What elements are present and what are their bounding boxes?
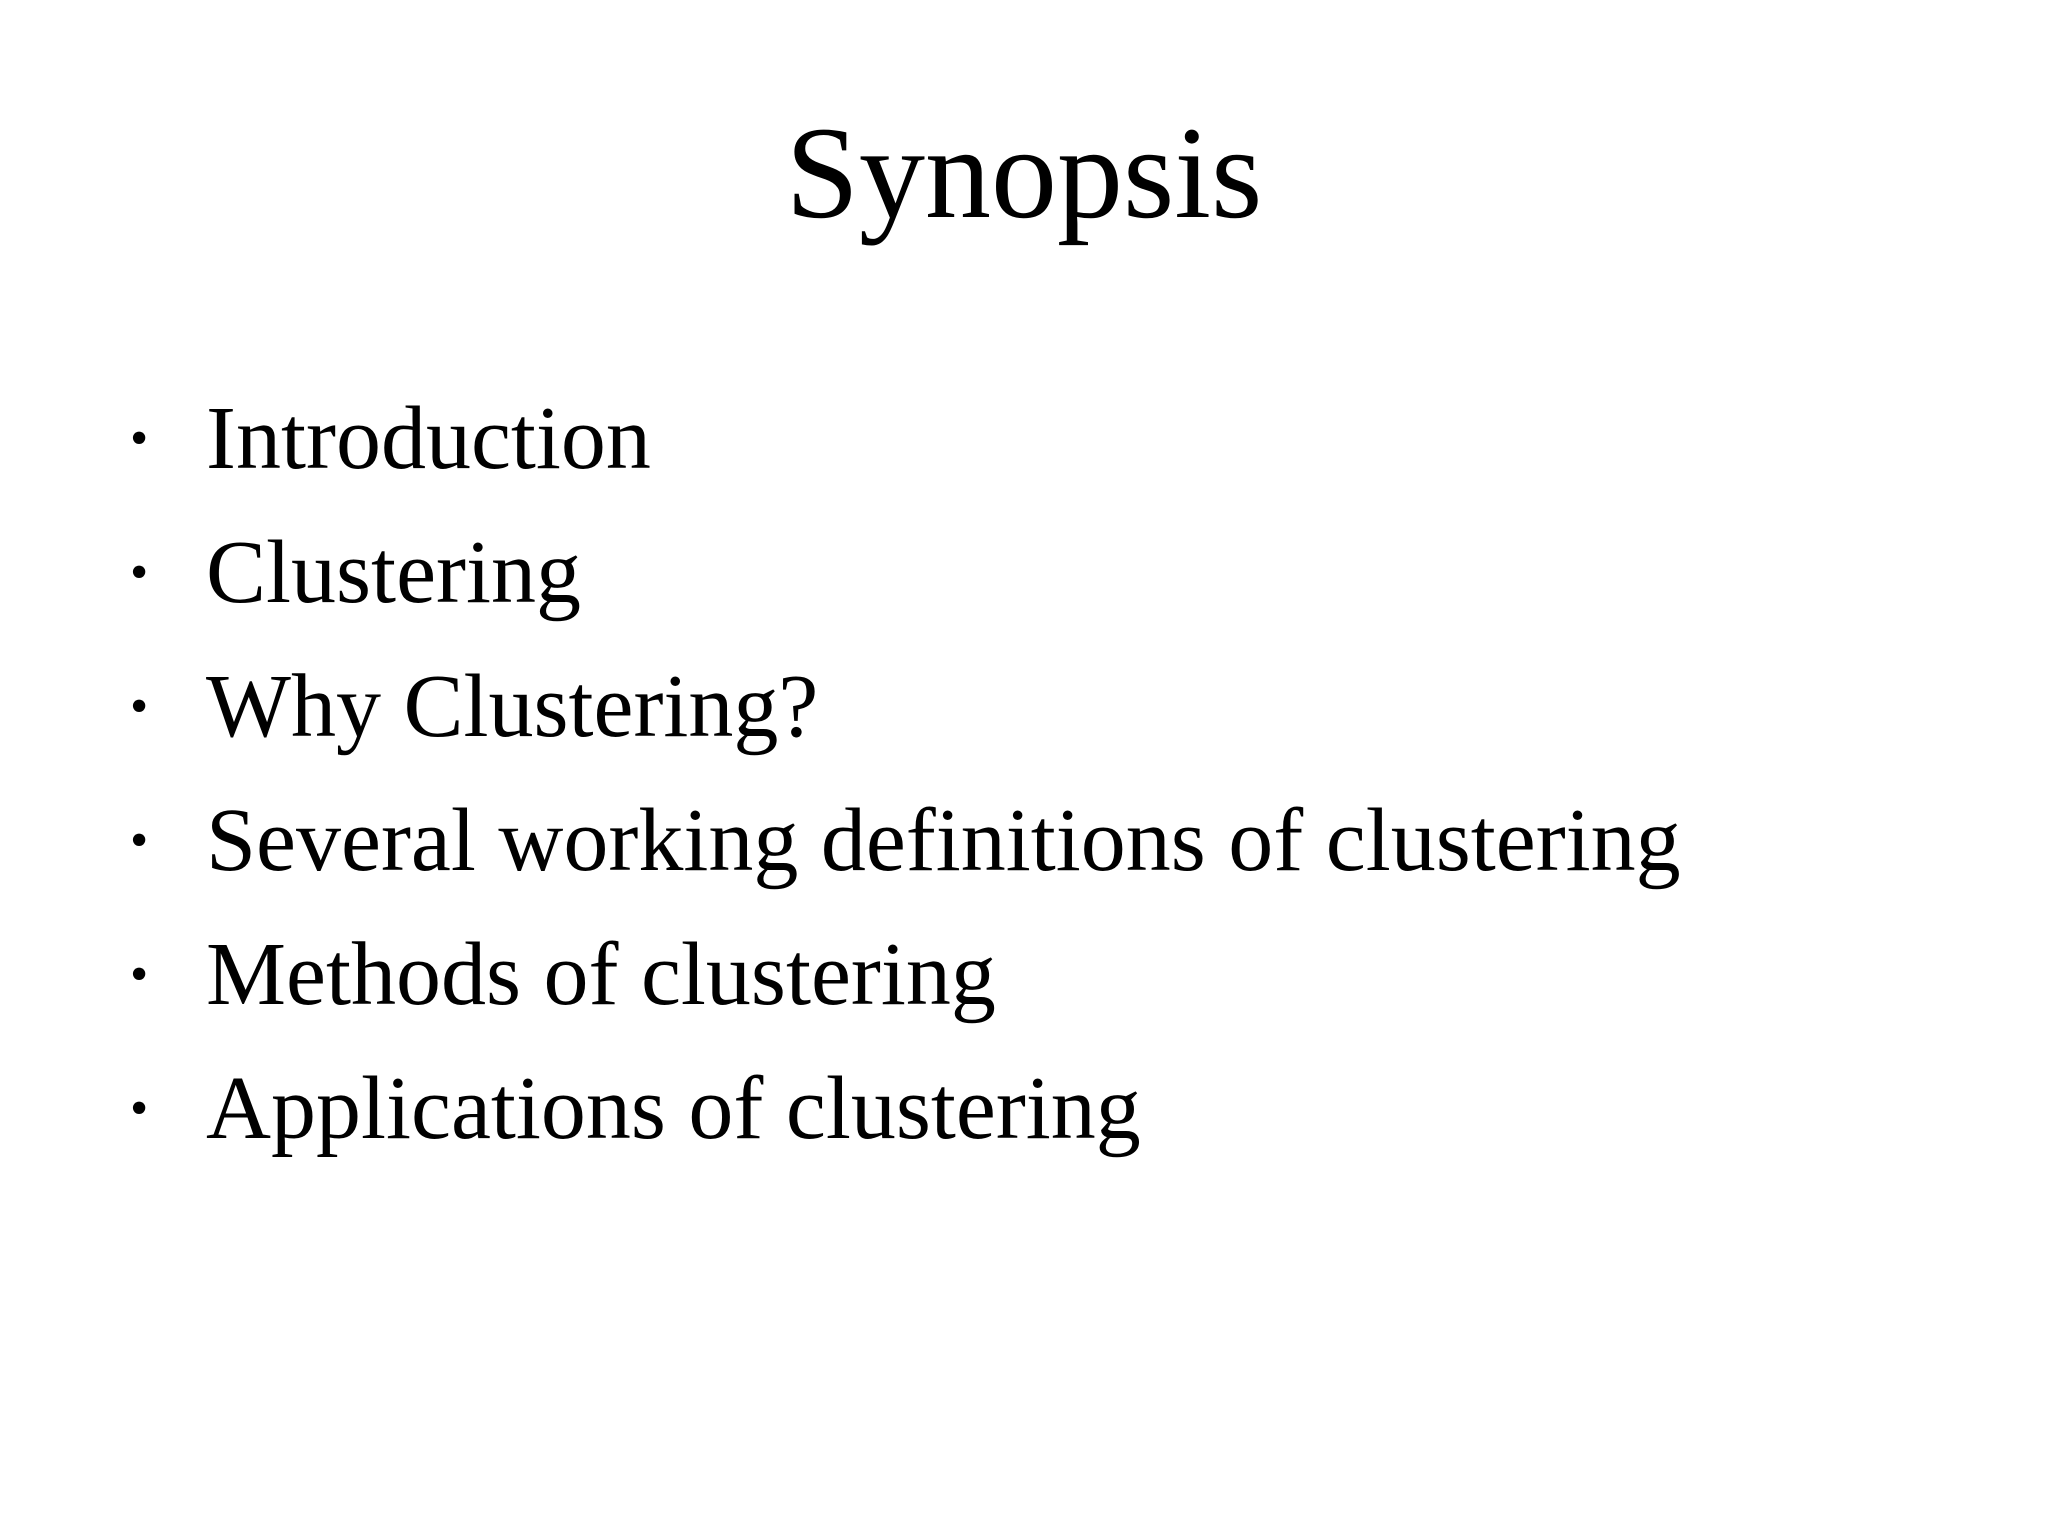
bullet-text: Methods of clustering [206,925,996,1024]
list-item: • Applications of clustering [128,1042,1988,1176]
bullet-list: • Introduction • Clustering • Why Cluste… [128,372,1988,1176]
bullet-icon: • [130,678,149,735]
bullet-text: Why Clustering? [206,657,819,756]
bullet-text: Several working definitions of clusterin… [206,791,1681,890]
bullet-icon: • [130,410,149,467]
page-title: Synopsis [785,99,1263,246]
list-item: • Introduction [128,372,1988,506]
list-item: • Methods of clustering [128,908,1988,1042]
bullet-icon: • [130,544,149,601]
list-item: • Why Clustering? [128,640,1988,774]
list-item: • Several working definitions of cluster… [128,774,1988,908]
bullet-icon: • [130,1080,149,1137]
list-item: • Clustering [128,506,1988,640]
bullet-text: Applications of clustering [206,1059,1141,1158]
bullet-icon: • [130,946,149,1003]
bullet-icon: • [130,812,149,869]
bullet-text: Introduction [206,389,651,488]
bullet-text: Clustering [206,523,581,622]
